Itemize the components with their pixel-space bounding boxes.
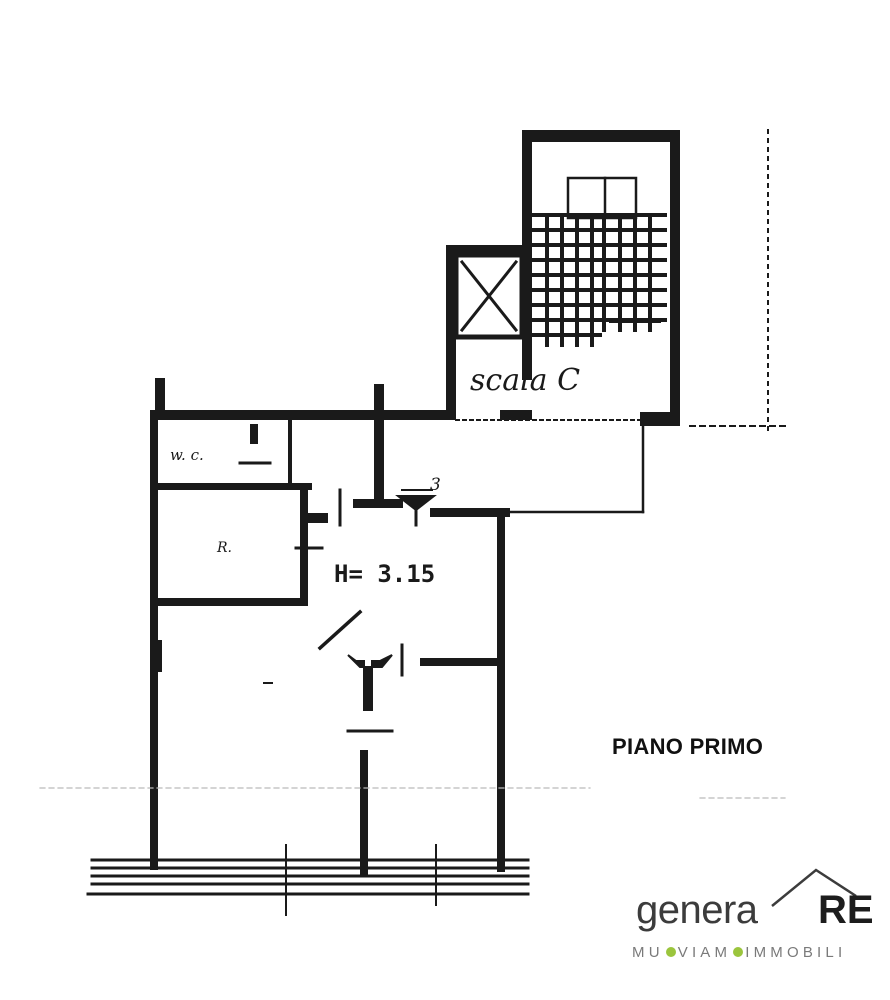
floor-title: PIANO PRIMO [612, 734, 764, 759]
apartment-walls [150, 378, 510, 872]
small-rooms [150, 418, 342, 606]
logo-suffix: RE [818, 888, 874, 932]
green-dot-icon [665, 947, 676, 957]
tagline-part-3: IMMOBILI [745, 944, 847, 961]
level-mark-label: 3 [430, 475, 441, 495]
level-marker-icon [395, 495, 437, 512]
ceiling-height-label: H= 3.15 [334, 560, 435, 588]
wc-label: w. c. [170, 446, 204, 464]
logo-tagline: MU VIAM IMMOBILI [632, 944, 846, 961]
tagline-part-1: MU [632, 944, 664, 961]
green-dot-icon [733, 947, 744, 957]
brand-logo: genera RE MU VIAM IMMOBILI [630, 862, 880, 972]
stair-steps [530, 213, 667, 347]
stair-tower [446, 130, 680, 425]
balcony [86, 844, 530, 916]
logo-word: genera [636, 888, 758, 932]
house-roof-icon [771, 868, 857, 907]
landing [455, 129, 786, 514]
living-area [39, 609, 786, 875]
stair-label: scala C [470, 363, 580, 398]
room-r-label: R. [216, 540, 232, 556]
tagline-part-2: VIAM [677, 944, 732, 961]
